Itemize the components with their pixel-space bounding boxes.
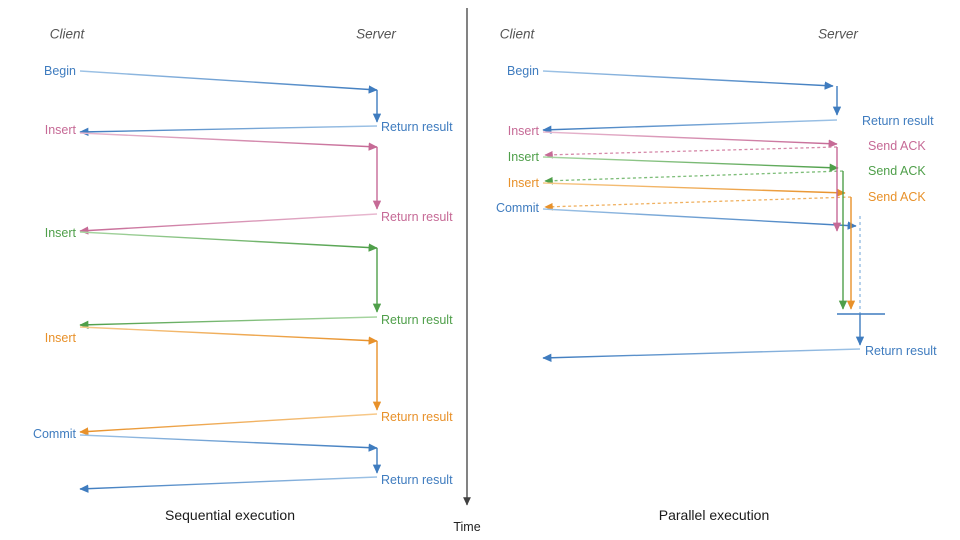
arrow-send-ack-green	[544, 170, 844, 185]
arrow-return-result-blue-1	[79, 125, 378, 137]
sequential-client-msg-commit: Commit	[32, 426, 76, 441]
parallel-server-msg-ack-3: Send ACK	[868, 189, 926, 204]
sequential-server-msg-return-4: Return result	[381, 409, 453, 424]
parallel-client-msg-insert-3: Insert	[507, 175, 539, 190]
parallel-server-msg-ack-2: Send ACK	[868, 163, 926, 178]
parallel-server-msg-return-2: Return result	[865, 343, 937, 358]
arrow-commit-request-p	[542, 208, 857, 230]
parallel-client-msg-begin: Begin	[507, 63, 539, 78]
parallel-panel-caption: Parallel execution	[658, 507, 770, 523]
arrow-insert-request-green	[79, 231, 378, 252]
sequential-client-msg-insert-2: Insert	[44, 225, 76, 240]
arrow-begin-request-p	[542, 70, 834, 90]
sequential-client-msg-insert-1: Insert	[44, 122, 76, 137]
parallel-client-msg-insert-2: Insert	[507, 149, 539, 164]
arrow-commit-request	[79, 434, 378, 452]
parallel-client-msg-insert-1: Insert	[507, 123, 539, 138]
parallel-client-role-label: Client	[499, 26, 535, 42]
arrow-insert-request-orange	[79, 326, 378, 345]
arrow-return-result-blue-2	[79, 476, 378, 493]
parallel-panel-arrows	[542, 70, 885, 362]
sequential-client-msg-insert-3: Insert	[44, 330, 76, 345]
parallel-client-msg-commit: Commit	[495, 200, 539, 215]
arrow-return-result-green	[79, 316, 378, 329]
arrow-return-result-orange	[79, 413, 378, 436]
arrow-insert-request-orange-p	[542, 182, 846, 197]
sequential-server-msg-return-5: Return result	[381, 472, 453, 487]
time-axis-label: Time	[453, 519, 481, 534]
arrow-return-result-pink	[79, 213, 378, 235]
parallel-server-msg-ack-1: Send ACK	[868, 138, 926, 153]
sequential-server-role-label: Server	[356, 26, 396, 42]
arrow-insert-request-pink	[79, 132, 378, 151]
sequential-panel-arrows	[79, 70, 382, 493]
sequential-panel-caption: Sequential execution	[165, 507, 295, 523]
sequential-client-msg-begin: Begin	[44, 63, 76, 78]
arrow-begin-request	[79, 70, 378, 94]
arrow-send-ack-pink	[544, 146, 838, 159]
parallel-server-msg-return-1: Return result	[862, 113, 934, 128]
parallel-server-role-label: Server	[818, 26, 858, 42]
sequential-server-msg-return-2: Return result	[381, 209, 453, 224]
arrow-insert-request-pink-p	[542, 131, 838, 148]
arrow-send-ack-orange	[544, 196, 852, 211]
arrow-return-result-blue-p2	[542, 348, 861, 362]
sequential-client-role-label: Client	[49, 26, 85, 42]
arrow-insert-request-green-p	[542, 156, 839, 172]
sequential-server-msg-return-1: Return result	[381, 119, 453, 134]
arrow-return-result-blue-p1	[542, 119, 838, 134]
sequential-server-msg-return-3: Return result	[381, 312, 453, 327]
